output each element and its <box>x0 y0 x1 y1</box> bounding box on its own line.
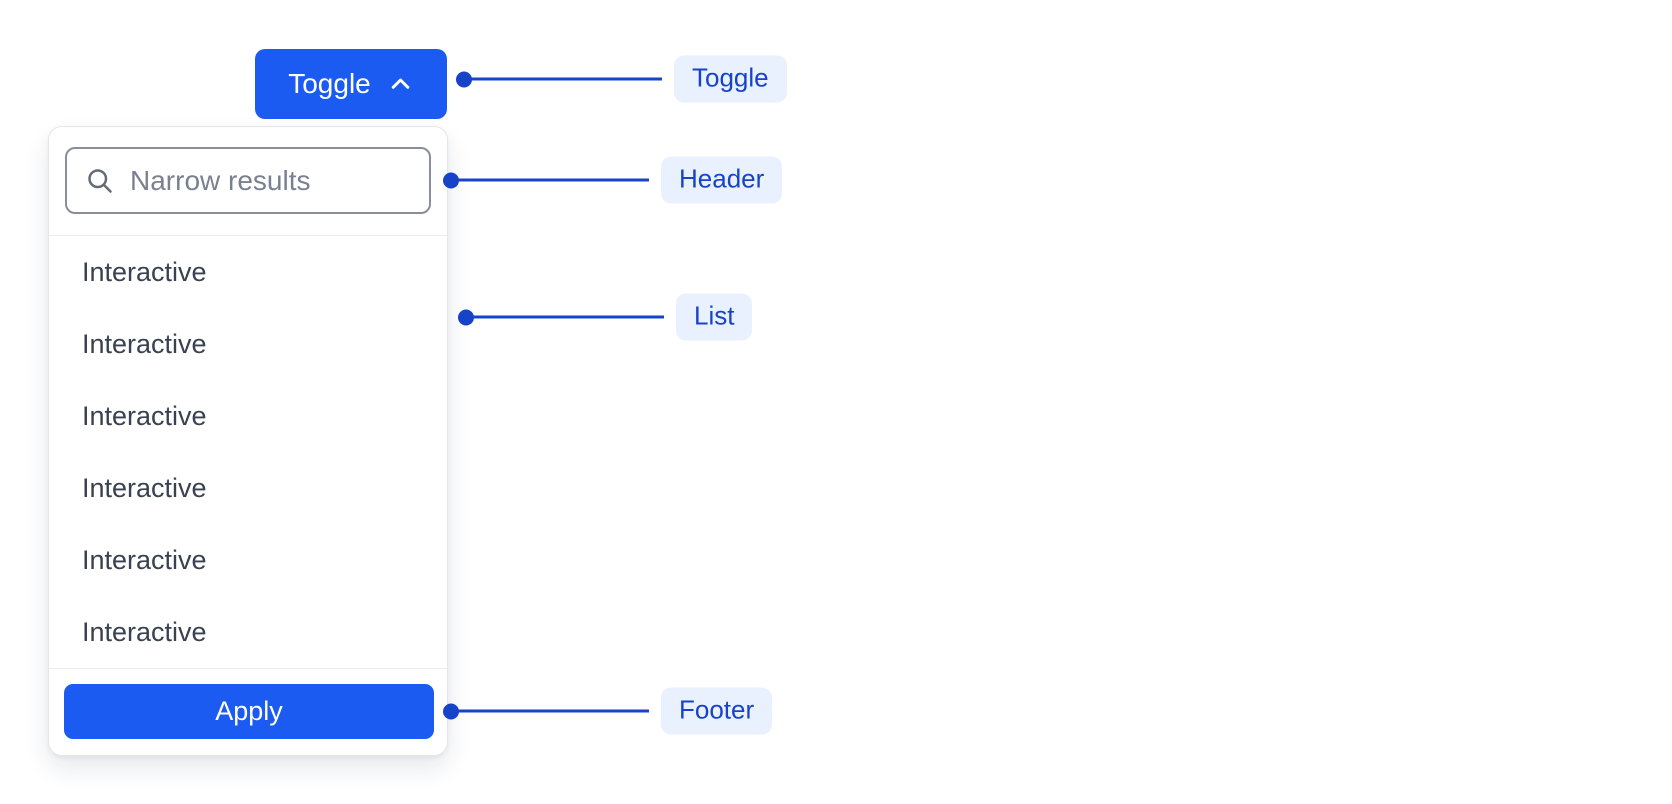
connector-line <box>457 709 649 713</box>
list-item[interactable]: Interactive <box>82 616 207 647</box>
list-item[interactable]: Interactive <box>82 328 207 359</box>
apply-button[interactable]: Apply <box>64 684 434 739</box>
annotation-list: List <box>458 293 753 341</box>
annotation-toggle: Toggle <box>456 55 787 103</box>
dropdown-footer: Apply <box>49 669 447 739</box>
connector-dot <box>456 71 472 87</box>
dropdown-list: Interactive Interactive Interactive Inte… <box>49 236 447 668</box>
search-icon <box>85 166 115 196</box>
list-item[interactable]: Interactive <box>82 256 207 287</box>
annotation-header: Header <box>443 156 783 204</box>
toggle-button[interactable]: Toggle <box>255 49 447 119</box>
list-item[interactable]: Interactive <box>82 472 207 503</box>
list-item[interactable]: Interactive <box>82 400 207 431</box>
connector-line <box>470 77 662 81</box>
header-divider <box>49 235 447 236</box>
search-field[interactable] <box>65 147 431 214</box>
dropdown-panel: Interactive Interactive Interactive Inte… <box>48 126 448 756</box>
toggle-button-label: Toggle <box>288 68 371 99</box>
annotation-label-toggle: Toggle <box>674 55 787 103</box>
chevron-up-icon <box>387 71 414 98</box>
annotation-label-list: List <box>676 293 753 341</box>
footer-divider <box>49 668 447 669</box>
annotation-label-header: Header <box>661 156 783 204</box>
list-item[interactable]: Interactive <box>82 544 207 575</box>
dropdown-header <box>49 127 447 235</box>
connector-dot <box>458 309 474 325</box>
search-input[interactable] <box>130 164 411 197</box>
connector-line <box>457 178 649 182</box>
annotation-label-footer: Footer <box>661 687 773 735</box>
connector-line <box>472 315 664 319</box>
annotation-footer: Footer <box>443 687 773 735</box>
